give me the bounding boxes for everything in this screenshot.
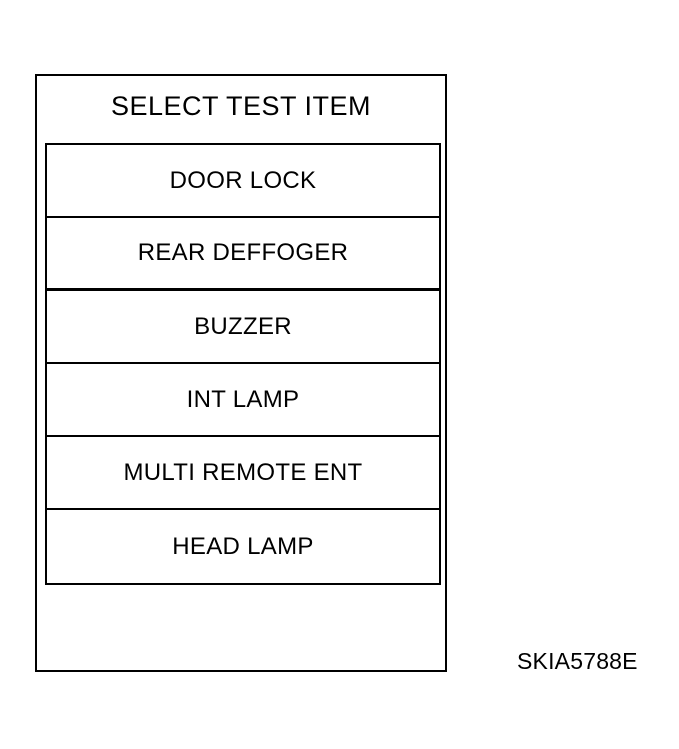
menu-item-label: INT LAMP [186,385,300,413]
menu-item-head-lamp[interactable]: HEAD LAMP [47,510,439,583]
menu-item-rear-deffoger[interactable]: REAR DEFFOGER [47,218,439,291]
menu-item-int-lamp[interactable]: INT LAMP [47,364,439,437]
scan-tool-screen-frame: SELECT TEST ITEM DOOR LOCK REAR DEFFOGER… [35,74,447,672]
menu-item-buzzer[interactable]: BUZZER [47,291,439,364]
menu-item-label: REAR DEFFOGER [137,239,349,266]
menu-item-label: MULTI REMOTE ENT [123,458,363,486]
menu-item-door-lock[interactable]: DOOR LOCK [47,145,439,218]
menu-item-multi-remote-ent[interactable]: MULTI REMOTE ENT [47,437,439,510]
screen-title: SELECT TEST ITEM [110,91,372,121]
menu-item-label: DOOR LOCK [169,166,317,194]
menu-item-label: BUZZER [194,312,292,340]
figure-reference-code: SKIA5788E [517,648,638,674]
test-item-menu-list: DOOR LOCK REAR DEFFOGER BUZZER INT LAMP … [45,143,441,585]
menu-item-label: HEAD LAMP [172,532,314,560]
